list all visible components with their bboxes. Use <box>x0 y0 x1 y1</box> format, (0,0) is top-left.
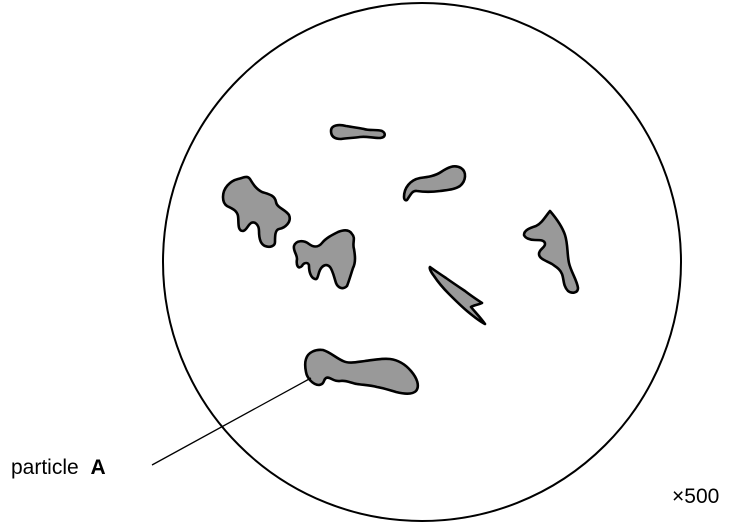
particle-a-label-prefix: particle <box>11 456 79 479</box>
magnification-label: ×500 <box>672 485 719 508</box>
particle-a-label-letter: A <box>91 456 106 479</box>
field-of-view-circle <box>163 3 681 521</box>
particle-a-label: particle A <box>11 456 106 479</box>
